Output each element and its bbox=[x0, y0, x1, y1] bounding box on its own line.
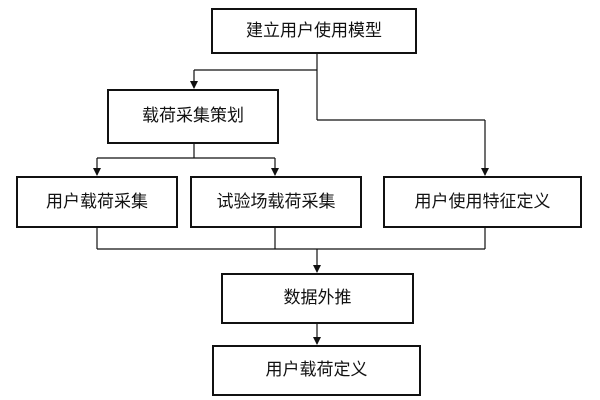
node-proving-ground-load-collection: 试验场载荷采集 bbox=[190, 176, 362, 228]
node-data-extrapolation: 数据外推 bbox=[221, 273, 414, 324]
node-data-extrapolation-label: 数据外推 bbox=[283, 288, 352, 308]
node-proving-ground-load-collection-label: 试验场载荷采集 bbox=[216, 191, 336, 212]
node-user-load-collection-label: 用户载荷采集 bbox=[46, 191, 148, 212]
node-load-collection-planning: 载荷采集策划 bbox=[107, 89, 279, 144]
node-build-user-model: 建立用户使用模型 bbox=[211, 8, 417, 54]
node-user-usage-feature-definition: 用户使用特征定义 bbox=[383, 176, 582, 228]
node-user-load-definition: 用户载荷定义 bbox=[212, 345, 421, 396]
node-user-load-collection: 用户载荷采集 bbox=[16, 176, 178, 228]
node-user-load-definition-label: 用户载荷定义 bbox=[265, 360, 368, 380]
node-load-collection-planning-label: 载荷采集策划 bbox=[142, 106, 244, 126]
node-user-usage-feature-definition-label: 用户使用特征定义 bbox=[414, 191, 551, 212]
node-build-user-model-label: 建立用户使用模型 bbox=[246, 20, 382, 41]
